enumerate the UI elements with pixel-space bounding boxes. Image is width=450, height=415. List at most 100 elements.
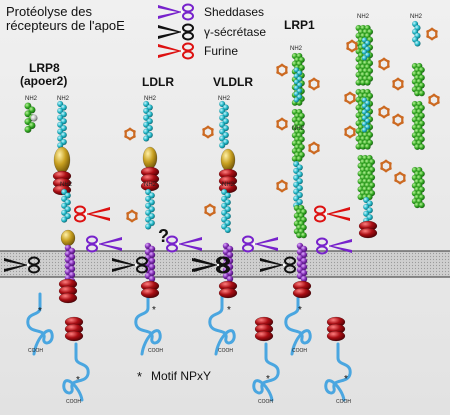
scissor-blade xyxy=(158,11,182,19)
hexagon xyxy=(394,171,406,185)
hexagon-node xyxy=(202,133,206,136)
hexagon-node xyxy=(280,63,284,67)
hexagon-node xyxy=(386,108,390,111)
nh2-label: NH2 xyxy=(357,14,370,20)
lrp1-shed-green-3 xyxy=(357,154,376,201)
scissor-ring xyxy=(316,237,328,247)
receptor-alias-apoer2: (apoer2) xyxy=(20,74,68,88)
lrp1-tail xyxy=(284,292,312,356)
receptor-label-vldlr: VLDLR xyxy=(213,75,253,89)
hexagon-node xyxy=(130,209,134,213)
bead xyxy=(145,223,152,230)
scissor-pivot xyxy=(180,30,184,34)
gamma-secretase-cleavage-lrp1 xyxy=(260,256,296,274)
sheddase-cleavage-vldlr xyxy=(242,235,278,253)
gamma-secretase-cleavage-ldlr-b xyxy=(112,256,148,274)
hexagon-node xyxy=(394,179,398,182)
glycan-hexagon xyxy=(380,159,392,173)
scissor-blade xyxy=(178,237,202,245)
scissor-pivot xyxy=(180,49,184,53)
furin-cleavage-lrp1 xyxy=(314,205,350,223)
hexagon-node xyxy=(208,213,212,217)
scissor-pivot xyxy=(96,242,100,246)
sheddase-cleavage-ldlr xyxy=(166,235,202,253)
hexagon-node xyxy=(206,135,210,139)
npxy-star: * xyxy=(38,306,42,317)
cooh-label: COOH xyxy=(292,348,307,354)
cooh-label: COOH xyxy=(28,348,43,354)
hexagon-node xyxy=(348,135,352,139)
hexagon-node xyxy=(354,47,358,50)
npxy-star: * xyxy=(227,305,231,316)
hexagon xyxy=(124,127,136,141)
hexagon-node xyxy=(352,133,356,136)
egf-domain xyxy=(292,287,312,299)
hexagon-node xyxy=(386,113,390,116)
hexagon-node xyxy=(206,125,210,129)
hexagon-node xyxy=(276,182,280,185)
lrp1-green-cluster-3 xyxy=(293,204,307,239)
hexagon-node xyxy=(280,179,284,183)
hexagon-node xyxy=(348,125,352,129)
glycan-hexagon xyxy=(344,125,356,139)
hexagon-node xyxy=(308,80,312,83)
hexagon-node xyxy=(284,66,288,69)
bead xyxy=(143,135,150,142)
scissor-ring xyxy=(166,243,178,253)
scissor-blade xyxy=(112,264,136,272)
hexagon-node xyxy=(280,189,284,193)
scissor-blade xyxy=(254,243,278,251)
nh2-label: NH2 xyxy=(144,96,157,102)
scissor-ring xyxy=(314,205,326,215)
hexagon-node xyxy=(430,27,434,31)
npxy-star: * xyxy=(344,374,348,385)
hexagon xyxy=(378,57,390,71)
hexagon-node xyxy=(398,181,402,185)
glycan-hexagon xyxy=(378,105,390,119)
scissor-pivot xyxy=(176,242,180,246)
receptor-label-lrp8: LRP8 xyxy=(29,61,60,75)
hexagon-node xyxy=(382,115,386,119)
scissor-ring xyxy=(284,264,296,274)
glycan-hexagon xyxy=(276,117,288,131)
hexagon-node xyxy=(312,87,316,91)
scissor-ring xyxy=(74,205,86,215)
lrp1-fragment-green-c xyxy=(411,166,425,209)
scissor-ring xyxy=(182,50,194,60)
lrp8-released-egf xyxy=(64,316,84,342)
lrp8-shed-cyan xyxy=(57,100,67,149)
lrp8-shed-egf xyxy=(52,170,72,196)
hexagon-node xyxy=(132,135,136,138)
npxy-star: * xyxy=(152,305,156,316)
hexagon-node xyxy=(386,65,390,68)
glycan-hexagon xyxy=(276,179,288,193)
glycan-hexagon xyxy=(276,63,288,77)
hexagon-node xyxy=(428,101,432,104)
glycan-hexagon xyxy=(378,57,390,71)
scissor-blade xyxy=(254,237,278,245)
nh2-label: NH2 xyxy=(60,182,73,188)
hexagon-node xyxy=(276,66,280,69)
lrp8-grey-bead xyxy=(30,114,38,122)
furin-cleavage-lrp8 xyxy=(74,205,110,223)
vldlr-shed-gold-domain xyxy=(220,148,236,172)
hexagon-node xyxy=(386,60,390,63)
tm-bead xyxy=(226,275,234,283)
hexagon-node xyxy=(346,47,350,50)
hexagon-node xyxy=(344,133,348,136)
scissor-ring xyxy=(242,243,254,253)
lrp8-tail xyxy=(26,292,54,356)
hexagon xyxy=(276,117,288,131)
sheddase-cleavage-lrp1 xyxy=(316,237,352,255)
hexagon-node xyxy=(128,127,132,131)
glycan-hexagon xyxy=(428,93,440,107)
hexagon-node xyxy=(394,174,398,177)
hexagon-node xyxy=(280,127,284,131)
hexagon-node xyxy=(276,120,280,123)
scissor-ring xyxy=(218,264,230,274)
hexagon-node xyxy=(126,212,130,215)
hexagon-node xyxy=(204,211,208,214)
legend-npxy-motif: Motif NPxY xyxy=(151,369,212,383)
hexagon-node xyxy=(396,123,400,127)
hexagon-node xyxy=(432,103,436,107)
